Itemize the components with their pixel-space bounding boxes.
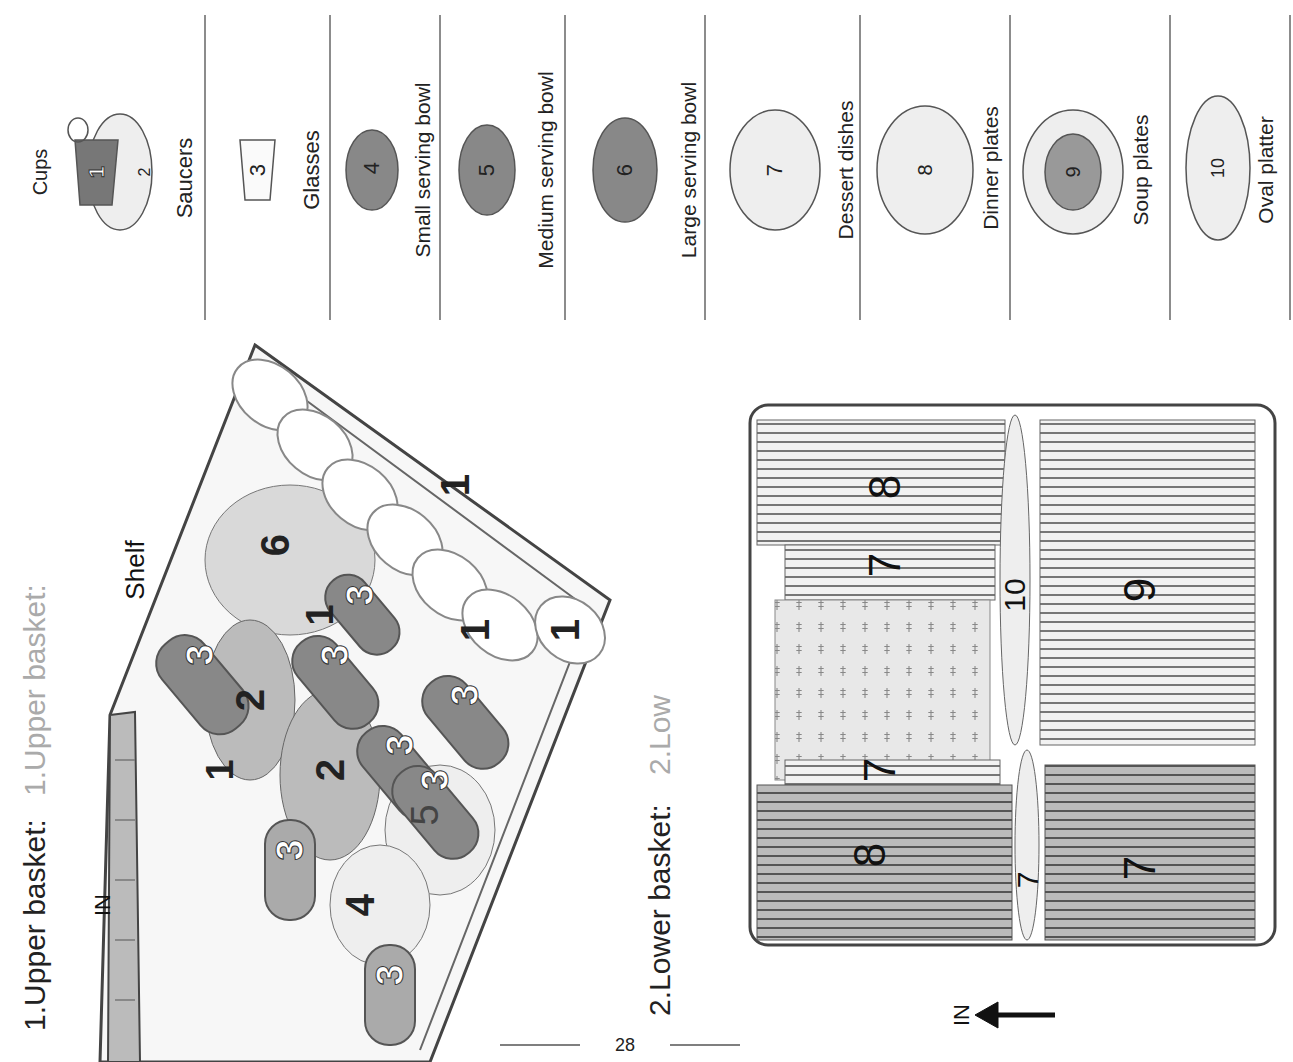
table-cell: Saucers	[174, 138, 196, 219]
table-cell: Dinner plates	[980, 106, 1001, 230]
table-cell: Soup plates	[1130, 115, 1151, 226]
callout-number: 3	[371, 964, 409, 985]
callout-number: 8	[915, 164, 935, 175]
callout-number: 7	[764, 164, 786, 176]
callout-number: 8	[848, 843, 892, 867]
callout-number: 3	[446, 684, 484, 705]
table-cell: Oval platter	[1255, 116, 1276, 223]
callout-number: 10	[1209, 158, 1227, 178]
callout-number: 10	[1000, 578, 1030, 611]
callout-number: 4	[340, 894, 380, 916]
section-heading: 1.Upper basket:	[20, 584, 50, 796]
callout-number: 1	[435, 474, 475, 496]
table-cell: Medium serving bowl	[535, 71, 556, 268]
part-name: Shelf	[122, 540, 148, 599]
table-cell: Small serving bowl	[412, 82, 433, 257]
callout-number: 1	[301, 604, 339, 625]
page-number: 28	[615, 1036, 635, 1054]
callout-number: 8	[863, 475, 907, 499]
callout-number: 1	[545, 619, 585, 641]
callout-number: 1	[86, 166, 108, 178]
upper-basket	[100, 345, 618, 1062]
callout-number: 7	[1013, 872, 1043, 889]
table-cell: Cups	[30, 149, 50, 196]
dish-icons	[68, 96, 1250, 240]
callout-number: 9	[1063, 166, 1083, 177]
callout-number: 3	[247, 164, 269, 176]
callout-number: 5	[406, 804, 444, 825]
callout-number: 7	[1118, 856, 1162, 880]
callout-number: 3	[271, 839, 309, 860]
callout-number: 6	[614, 164, 636, 176]
table-rule	[205, 15, 1290, 320]
callout-number: 9	[1118, 578, 1162, 602]
section-heading: 2.Low	[645, 695, 675, 775]
callout-number: 2	[310, 759, 350, 781]
table-cell: Dessert dishes	[835, 101, 856, 240]
table-cell: Glasses	[301, 130, 323, 209]
callout-number: 4	[361, 162, 383, 174]
section-heading: 1.Upper basket:	[20, 819, 50, 1031]
callout-number: 7	[858, 758, 902, 782]
callout-number: 1	[455, 619, 495, 641]
callout-number: 3	[381, 734, 419, 755]
lower-basket	[750, 405, 1275, 945]
callout-number: 5	[476, 164, 498, 176]
callout-number: 7	[863, 553, 907, 577]
callout-number: 3	[181, 644, 219, 665]
callout-number: 1	[201, 759, 239, 780]
direction-label: IN	[92, 894, 114, 916]
callout-number: 2	[230, 689, 270, 711]
callout-number: 6	[255, 534, 295, 556]
callout-number: 3	[316, 644, 354, 665]
callout-number: 3	[341, 584, 379, 605]
callout-number: 2	[137, 168, 153, 177]
direction-label: IN	[951, 1004, 973, 1026]
callout-number: 3	[416, 769, 454, 790]
section-heading: 2.Lower basket:	[645, 804, 675, 1016]
table-cell: Large serving bowl	[678, 82, 699, 258]
